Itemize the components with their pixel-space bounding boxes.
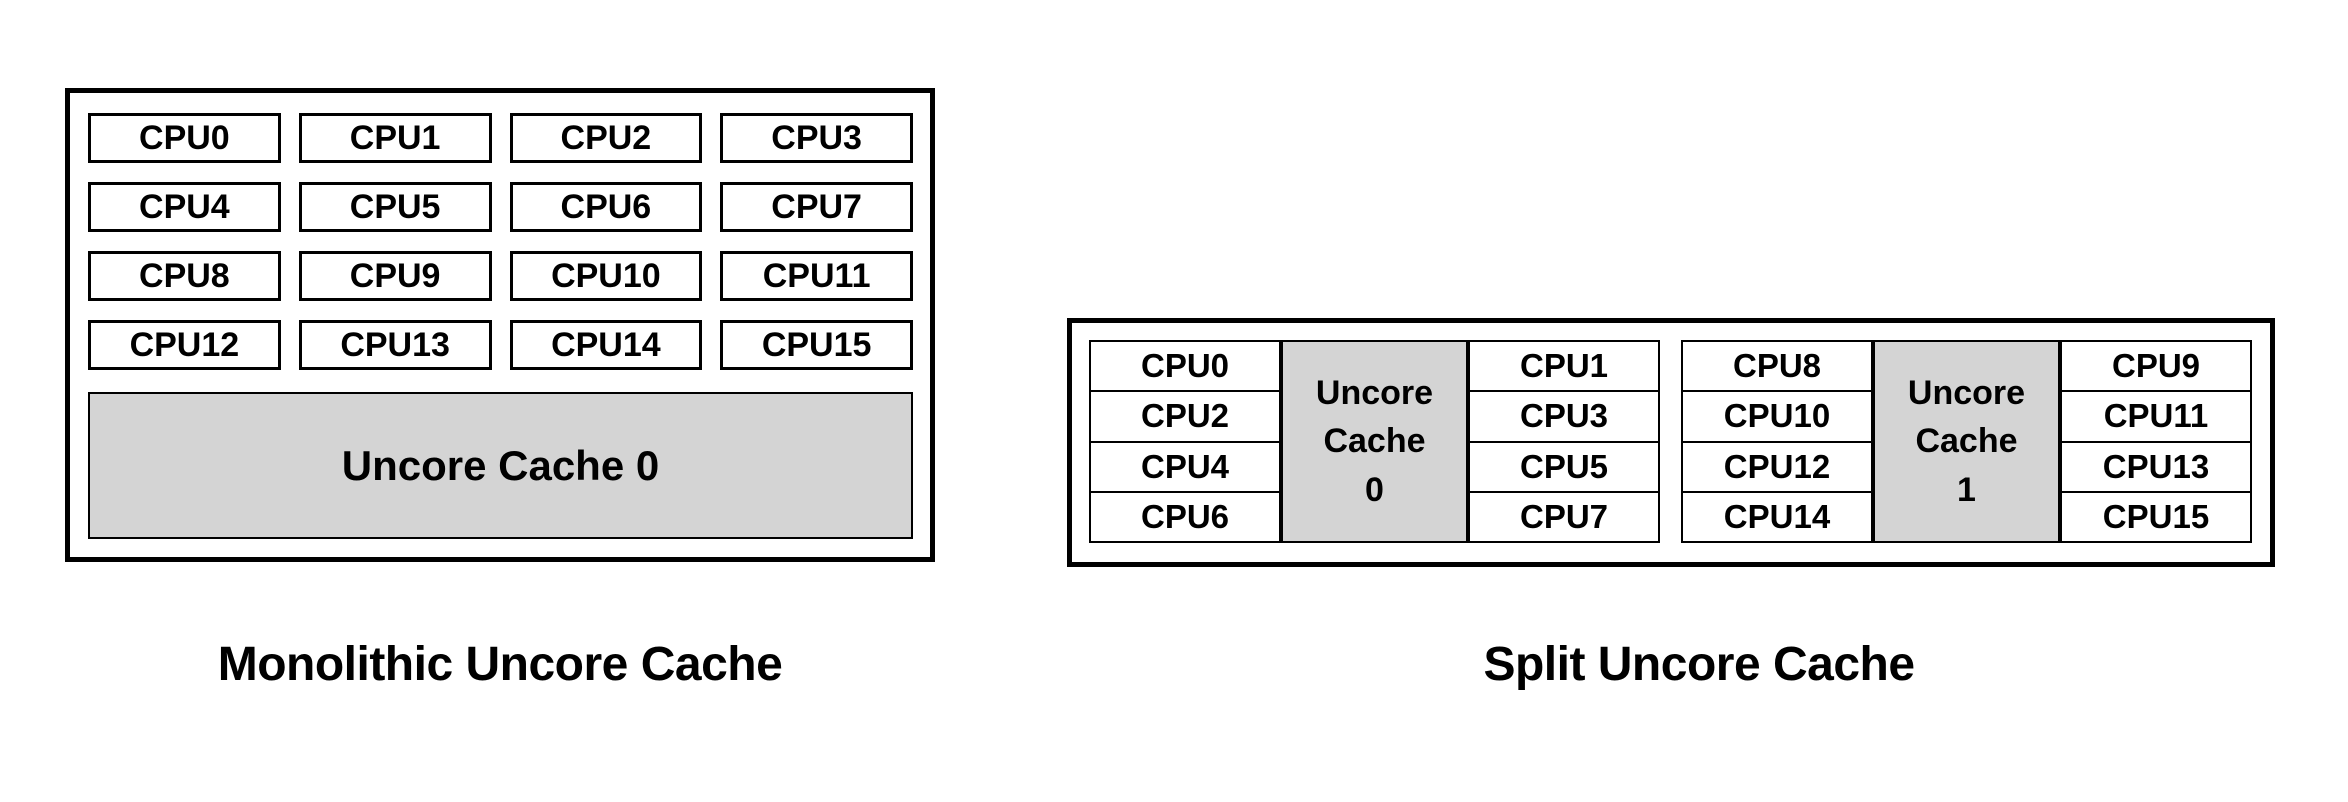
cpu-cell: CPU12 xyxy=(1683,440,1871,491)
cpu-cell: CPU5 xyxy=(1470,440,1658,491)
cpu-cell: CPU7 xyxy=(1470,490,1658,541)
cpu-cell: CPU14 xyxy=(509,320,703,370)
monolithic-caption: Monolithic Uncore Cache xyxy=(217,638,783,691)
split-group-0-right-column: CPU1 CPU3 CPU5 CPU7 xyxy=(1468,340,1660,543)
cpu-cell: CPU1 xyxy=(298,113,492,163)
cpu-cell: CPU4 xyxy=(88,182,281,232)
cpu-cell: CPU10 xyxy=(509,251,703,301)
cpu-cell: CPU3 xyxy=(720,113,913,163)
cpu-cell: CPU4 xyxy=(1091,440,1279,491)
cpu-cell: CPU5 xyxy=(298,182,492,232)
cpu-cell: CPU14 xyxy=(1683,490,1871,541)
cpu-cell: CPU15 xyxy=(2062,490,2250,541)
cpu-cell: CPU12 xyxy=(88,320,281,370)
uncore-cache-1-box: Uncore Cache 1 xyxy=(1873,340,2060,543)
split-group-0-left-column: CPU0 CPU2 CPU4 CPU6 xyxy=(1089,340,1281,543)
cpu-cell: CPU3 xyxy=(1470,390,1658,440)
split-group-0: CPU0 CPU2 CPU4 CPU6 Uncore Cache 0 CPU1 … xyxy=(1089,340,1660,543)
cpu-cell: CPU2 xyxy=(1091,390,1279,440)
cpu-cell: CPU9 xyxy=(298,251,492,301)
cpu-cell: CPU11 xyxy=(720,251,913,301)
split-group-1-right-column: CPU9 CPU11 CPU13 CPU15 xyxy=(2060,340,2252,543)
cpu-cell: CPU10 xyxy=(1683,390,1871,440)
cpu-cell: CPU7 xyxy=(720,182,913,232)
cpu-cell: CPU13 xyxy=(2062,440,2250,491)
cpu-cell: CPU13 xyxy=(298,320,492,370)
split-group-1: CPU8 CPU10 CPU12 CPU14 Uncore Cache 1 CP… xyxy=(1681,340,2252,543)
cpu-cell: CPU2 xyxy=(509,113,703,163)
monolithic-outer-box: CPU0 CPU1 CPU2 CPU3 CPU4 CPU5 CPU6 CPU7 … xyxy=(65,88,935,562)
cpu-cell: CPU11 xyxy=(2062,390,2250,440)
split-groups-row: CPU0 CPU2 CPU4 CPU6 Uncore Cache 0 CPU1 … xyxy=(1089,340,2270,543)
cpu-cell: CPU0 xyxy=(88,113,281,163)
cpu-cell: CPU0 xyxy=(1140,347,1230,385)
cpu-cell: CPU15 xyxy=(720,320,913,370)
split-outer-box: CPU0 CPU2 CPU4 CPU6 Uncore Cache 0 CPU1 … xyxy=(1067,318,2275,567)
split-group-1-left-column: CPU8 CPU10 CPU12 CPU14 xyxy=(1681,340,1873,543)
uncore-cache-0-split-box: Uncore Cache 0 xyxy=(1281,340,1468,543)
split-caption: Split Uncore Cache xyxy=(1483,638,1915,691)
cpu-cell: CPU8 xyxy=(88,251,281,301)
cpu-cell: CPU6 xyxy=(1091,490,1279,541)
cpu-cell: CPU8 xyxy=(1732,347,1822,385)
cpu-cell: CPU6 xyxy=(509,182,703,232)
monolithic-cpu-grid: CPU0 CPU1 CPU2 CPU3 CPU4 CPU5 CPU6 CPU7 … xyxy=(88,113,913,370)
cpu-cell: CPU9 xyxy=(2111,347,2201,385)
cpu-cell: CPU1 xyxy=(1519,347,1609,385)
uncore-cache-0-box: Uncore Cache 0 xyxy=(88,392,913,539)
